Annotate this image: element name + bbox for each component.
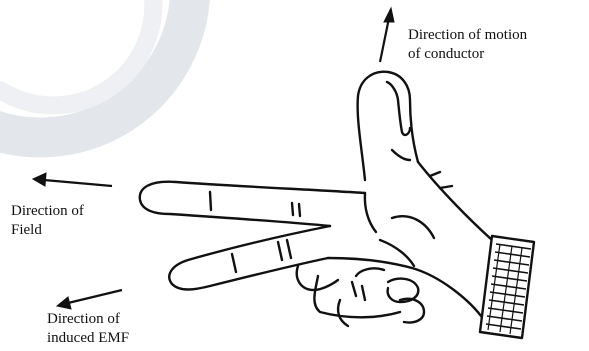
label-motion-line1: Direction of motion: [408, 26, 527, 45]
sleeve-cuff: [480, 236, 534, 338]
arrow-motion: [380, 8, 394, 62]
hand-outline: [140, 72, 492, 326]
label-emf-line1: Direction of: [47, 310, 129, 329]
label-emf-line2: induced EMF: [47, 329, 129, 348]
label-motion-line2: of conductor: [408, 45, 527, 64]
arrow-field: [33, 173, 112, 186]
arrow-emf: [57, 290, 122, 309]
label-direction-of-induced-emf: Direction of induced EMF: [47, 310, 129, 348]
label-field-line1: Direction of: [11, 202, 84, 221]
label-field-line2: Field: [11, 221, 84, 240]
label-direction-of-field: Direction of Field: [11, 202, 84, 240]
label-direction-of-motion: Direction of motion of conductor: [408, 26, 527, 64]
watermark-arc: [0, 0, 190, 137]
